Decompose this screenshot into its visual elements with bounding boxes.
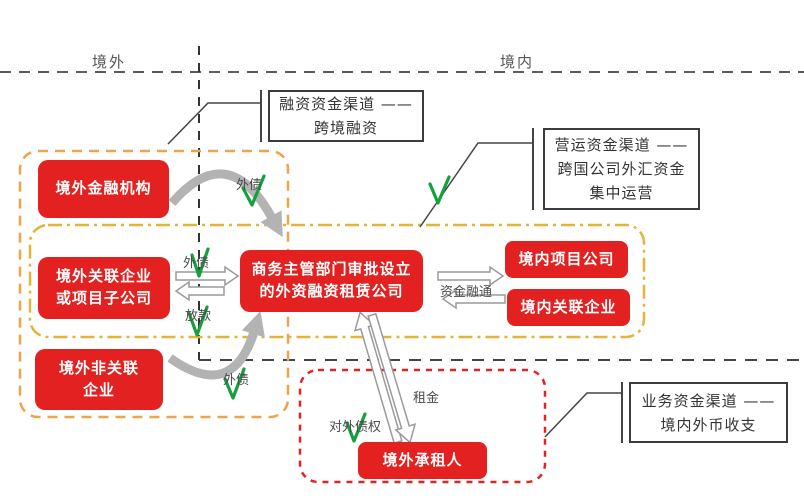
node-domestic-affiliate: 境内关联企业 [507,289,630,326]
zone-label-overseas: 境外 [92,53,127,71]
check-icon [241,174,266,207]
node-label: 境外非关联 [58,358,139,377]
check-icon [223,367,246,400]
middle-row-container [28,223,646,339]
callout-financing-line2: 跨境融资 [313,119,378,137]
label-funds-financing: 资金融通 [440,285,493,300]
zone-label-domestic: 境内 [500,53,535,71]
node-domestic-project-company: 境内项目公司 [505,241,628,278]
node-overseas-lessee: 境外承租人 [358,442,487,479]
label-foreign-debt-bottom: 外债 [223,373,250,388]
callout-operating-line3: 集中运营 [589,184,654,202]
node-label: 境外承租人 [382,450,463,469]
callout-business-channel: 业务资金渠道 —— 境内外币收支 [629,382,788,443]
financing-callout-line [167,102,261,145]
label-foreign-debt-top: 外债 [236,178,263,193]
check-icon [345,412,367,443]
node-label: 境内项目公司 [518,249,615,268]
callout-business-line1: 业务资金渠道 —— [641,391,776,410]
arrow-affiliate-to-center [175,265,240,287]
callout-financing-channel: 融资资金渠道 —— 跨境融资 [268,90,424,142]
check-icon [187,305,209,337]
node-label: 企业 [82,380,115,399]
node-label: 境外金融机构 [55,179,152,198]
node-overseas-financial-institution: 境外金融机构 [38,160,169,218]
arrow-lessee-to-center [353,311,403,445]
business-callout-line [544,392,622,438]
operating-callout-line [419,142,533,228]
callout-financing-line1: 融资资金渠道 —— [279,95,413,113]
label-foreign-debt-mid: 外债 [183,256,210,271]
node-center-leasing-company: 商务主管部门审批设立 的外资融资租赁公司 [240,250,423,312]
check-icon [190,247,210,278]
arc-arrow-financial-to-center [168,169,283,238]
callout-operating-line2: 跨国公司外汇资金 [557,160,686,178]
lessee-group-container [298,368,547,484]
node-label: 商务主管部门审批设立 [251,260,412,279]
arrow-domestic-to-center [441,288,506,310]
node-overseas-affiliate: 境外关联企业 或项目子公司 [38,257,170,319]
callout-operating-channel: 营运资金渠道 —— 跨国公司外汇资金 集中运营 [543,128,700,210]
node-label: 或项目子公司 [55,289,152,307]
node-label: 境内关联企业 [520,297,617,316]
node-label: 境外关联企业 [55,267,152,286]
label-lending: 放款 [185,309,212,324]
arrow-center-to-affiliate [174,280,225,302]
callout-business-line2: 境内外币收支 [660,415,757,434]
label-rent: 租金 [413,391,440,406]
arrow-center-to-domestic [437,265,505,287]
arrow-center-to-lessee [367,312,417,444]
callout-operating-line1: 营运资金渠道 —— [554,136,689,154]
arc-arrow-nonaffiliate-to-center [167,310,265,380]
label-external-claims: 对外债权 [329,420,382,435]
node-overseas-nonaffiliate: 境外非关联 企业 [35,349,163,410]
check-icon [428,175,451,205]
node-label: 的外资融资租赁公司 [259,282,404,300]
